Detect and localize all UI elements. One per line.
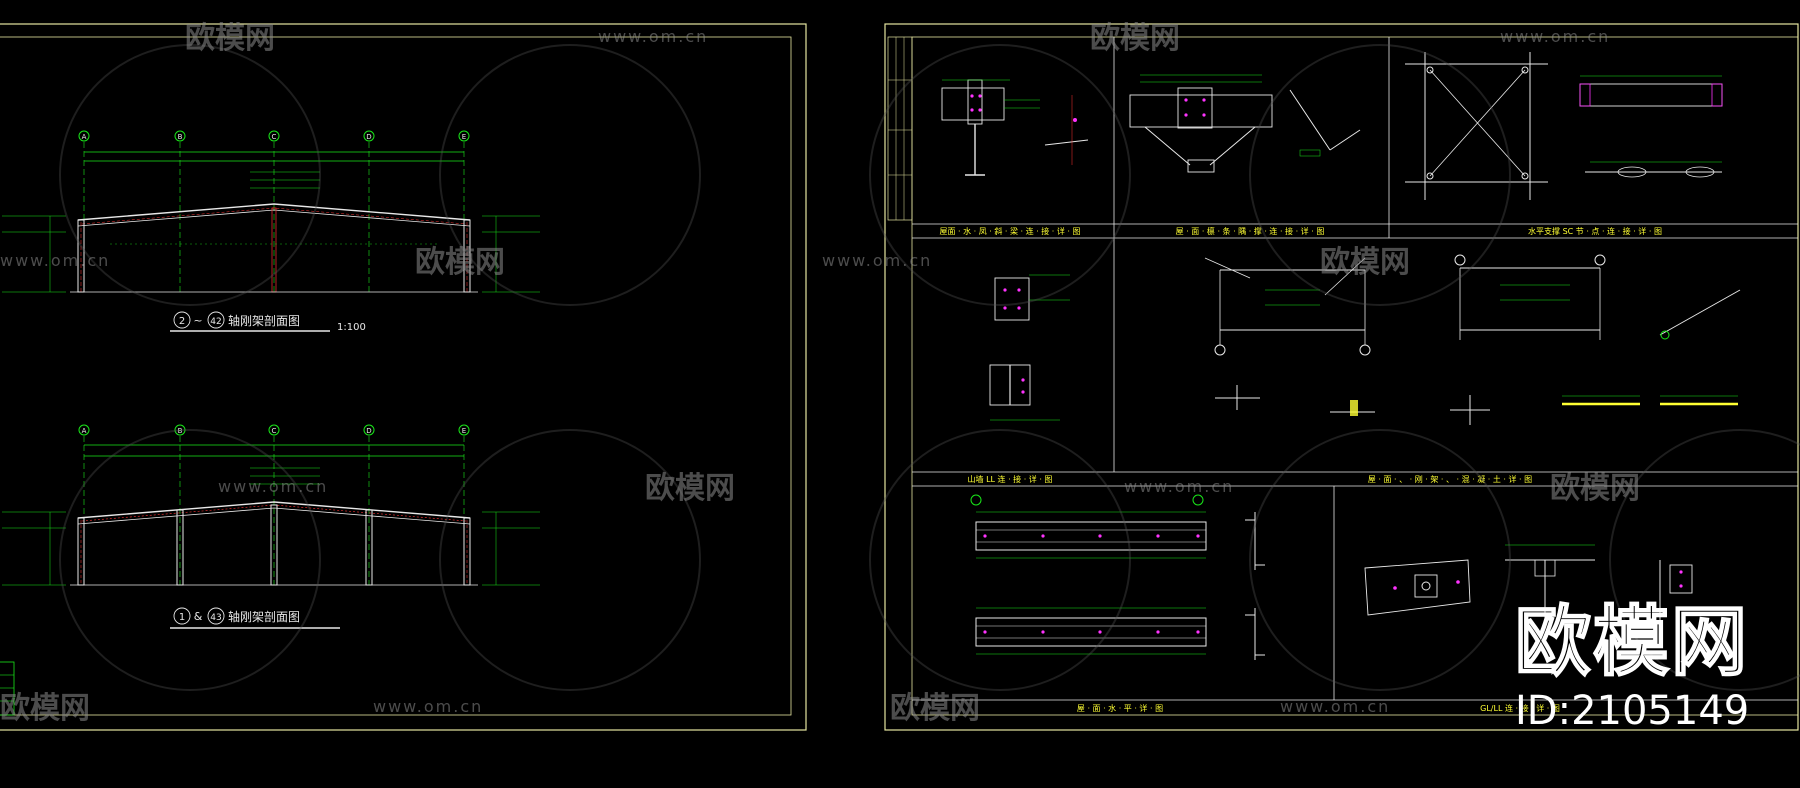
left-sheet-border-inner: [0, 36, 792, 716]
axis2-label-b: B: [178, 427, 183, 435]
title-row1-b: 屋 · 面 · 檩 · 条 · 隅 · 撑 · 连 · 接 · 详 · 图: [1176, 226, 1325, 236]
watermark-brand-7: 欧模网: [1550, 471, 1640, 506]
axis2-bubble-a: [78, 424, 90, 436]
right-sheet: 屋面 · 水 · 凤 · 斜 · 梁 · 连 · 接 · 详 · 图 屋 · 面…: [884, 23, 1799, 731]
caption2-axis-start-bubble: [173, 607, 191, 625]
frame-section-drawing-2: A B C D E: [2, 424, 540, 629]
watermark-brand-6: 欧模网: [1320, 245, 1410, 280]
detail-beam-column-joint: [941, 79, 1089, 176]
axis-label-b: B: [178, 133, 183, 141]
watermark-brand-8: 欧模网: [890, 691, 980, 726]
watermark-url-2: www.om.cn: [0, 251, 110, 270]
left-sheet: A B C D E: [0, 23, 807, 731]
axis2-bubble-e: [458, 424, 470, 436]
watermark-brand-3: 欧模网: [645, 471, 735, 506]
caption1-scale: 1:100: [337, 322, 366, 333]
detail-gl-ll-connection: [1364, 544, 1693, 640]
watermark-url-5: www.om.cn: [1500, 27, 1610, 46]
watermark-brand-4: 欧模网: [0, 691, 90, 726]
frame-section-drawing-1: A B C D E: [2, 130, 540, 333]
caption1-axis-end: 42: [210, 317, 221, 327]
caption2-connector: &: [194, 610, 203, 623]
caption1-axis-start-bubble: [173, 311, 191, 329]
watermark-url-4: www.om.cn: [373, 697, 483, 716]
title-row2-b: 屋 · 面 · 、 · 刚 · 架 · 、 · 混 · 凝 · 土 · 详 · …: [1368, 474, 1532, 484]
caption1-title: 轴刚架剖面图: [228, 313, 300, 328]
axis-bubble-d: [363, 130, 375, 142]
axis-bubble-e: [458, 130, 470, 142]
right-binding-strip: [887, 36, 913, 221]
title-row1-c: 水平支撑 SC 节 · 点 · 连 · 接 · 详 · 图: [1528, 226, 1662, 236]
watermark-url-8: www.om.cn: [1280, 697, 1390, 716]
detail-gable-connection: [989, 274, 1070, 421]
watermark-layer: 欧模网 欧模网 欧模网 欧模网 欧模网 欧模网 欧模网 欧模网 www.om.c…: [0, 21, 1800, 726]
left-title-block: [0, 661, 15, 716]
watermark-brand-2: 欧模网: [415, 245, 505, 280]
detail-horizontal-bracing: [1405, 52, 1723, 200]
axis-bubble-c: [268, 130, 280, 142]
axis-label-c: C: [272, 133, 277, 141]
watermark-url-6: www.om.cn: [822, 251, 932, 270]
detail-roof-horizontal: [970, 494, 1265, 660]
watermark-url-3: www.om.cn: [218, 477, 328, 496]
big-watermark-id: ID:2105149: [1515, 688, 1750, 734]
caption1-connector: ~: [193, 314, 202, 327]
left-sheet-border-outer: [0, 23, 807, 731]
caption2-title: 轴刚架剖面图: [228, 609, 300, 624]
right-sheet-border-inner: [911, 36, 1799, 716]
caption2-axis-end: 43: [210, 613, 221, 623]
axis2-label-d: D: [366, 427, 371, 435]
watermark-url-7: www.om.cn: [1124, 477, 1234, 496]
big-watermark-badge: 欧模网 ID:2105149: [1514, 597, 1785, 770]
big-watermark-brand: 欧模网: [1514, 597, 1749, 686]
title-row3-b: GL/LL 连 · 接 · 详 · 图: [1480, 703, 1560, 713]
axis2-label-c: C: [272, 427, 277, 435]
watermark-brand-1: 欧模网: [185, 21, 275, 56]
caption2-axis-end-bubble: [207, 607, 225, 625]
axis2-bubble-c: [268, 424, 280, 436]
axis2-label-e: E: [462, 427, 466, 435]
title-row1-a: 屋面 · 水 · 凤 · 斜 · 梁 · 连 · 接 · 详 · 图: [939, 226, 1080, 236]
axis2-bubble-b: [174, 424, 186, 436]
watermark-brand-5: 欧模网: [1090, 21, 1180, 56]
caption2-axis-start: 1: [179, 612, 185, 623]
detail-roof-frame-concrete: [1204, 254, 1741, 425]
axis-label-d: D: [366, 133, 371, 141]
watermark-url-1: www.om.cn: [598, 27, 708, 46]
axis2-label-a: A: [82, 427, 87, 435]
detail-knee-brace: [1129, 74, 1361, 173]
title-row3-a: 屋 · 面 · 水 · 平 · 详 · 图: [1077, 703, 1163, 713]
axis-label-e: E: [462, 133, 466, 141]
caption1-axis-end-bubble: [207, 311, 225, 329]
title-row2-a: 山墙 LL 连 · 接 · 详 · 图: [968, 474, 1053, 484]
axis-bubble-a: [78, 130, 90, 142]
axis2-bubble-d: [363, 424, 375, 436]
axis-label-a: A: [82, 133, 87, 141]
axis-bubble-b: [174, 130, 186, 142]
caption1-axis-start: 2: [179, 316, 185, 327]
